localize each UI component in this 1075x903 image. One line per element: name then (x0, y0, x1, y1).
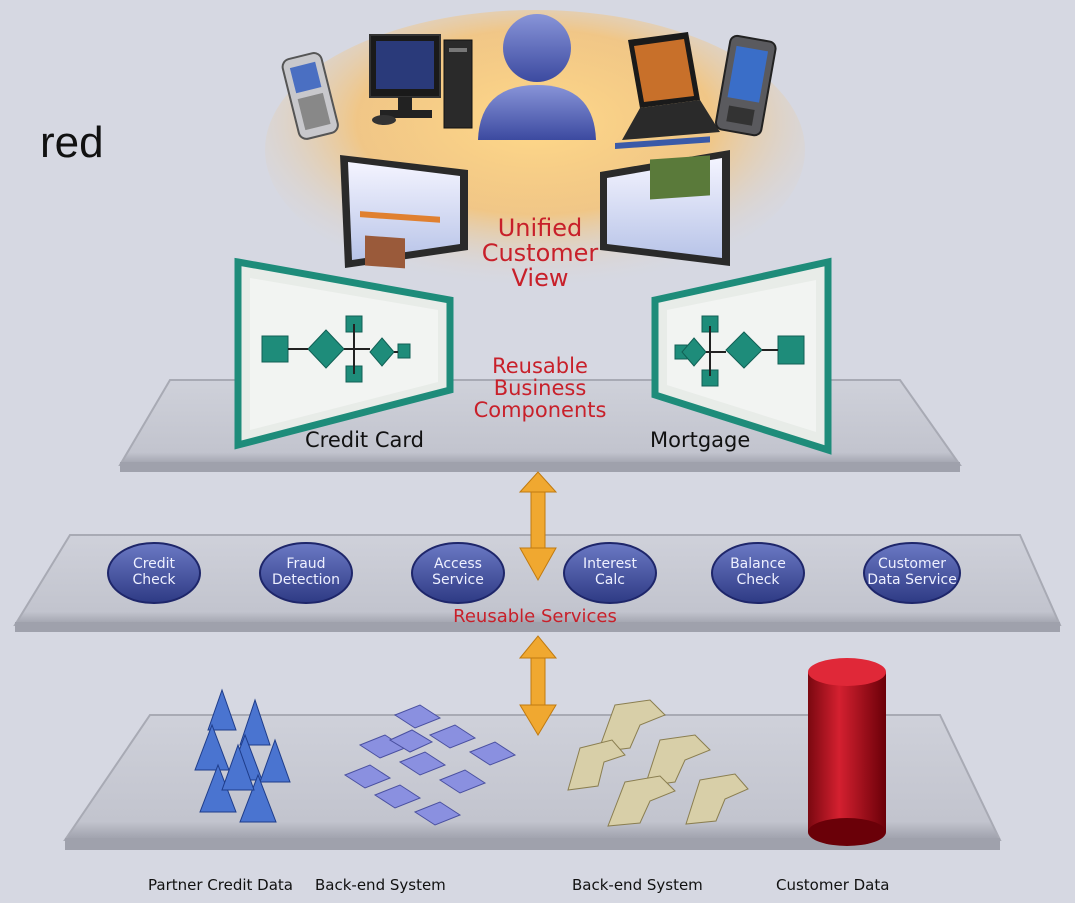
pyramid-cluster-icon (194, 688, 291, 823)
mortgage-process-label: Mortgage (650, 428, 751, 452)
arrow-icon (518, 635, 558, 736)
unified-line: Customer (481, 239, 599, 268)
service-access-service: Access Service (417, 556, 499, 588)
service-pills (107, 542, 961, 604)
reusable-line: Business (493, 376, 587, 401)
service-line: Check (736, 572, 780, 588)
l-block-cluster-icon (567, 699, 749, 827)
reusable-services-label: Reusable Services (453, 606, 617, 627)
reusable-line: Reusable (492, 354, 588, 378)
service-line: Detection (271, 572, 340, 588)
reusable-business-components-label: Reusable Business Components (450, 355, 630, 421)
service-line: Balance (730, 556, 786, 572)
service-line: Credit (132, 556, 176, 572)
desktop-icon (369, 34, 473, 129)
backend-system-label: Back-end System (572, 876, 703, 894)
cube-grid-icon (343, 704, 517, 826)
process-flow-icon (651, 257, 832, 455)
unified-line: Unified (497, 214, 583, 242)
browser-screen-icon (600, 136, 730, 266)
phone-icon (281, 52, 339, 140)
partner-credit-data-label: Partner Credit Data (148, 876, 293, 894)
customer-data-label: Customer Data (776, 876, 890, 894)
browser-screen-icon (340, 155, 468, 269)
service-line: Fraud (286, 556, 326, 572)
pda-icon (714, 34, 777, 137)
service-fraud-detection: Fraud Detection (265, 556, 347, 588)
credit-card-process-label: Credit Card (305, 428, 424, 452)
service-line: Customer (877, 556, 946, 572)
database-cylinder-icon (808, 658, 886, 846)
laptop-icon (622, 32, 720, 140)
service-interest-calc: Interest Calc (569, 556, 651, 588)
person-icon (478, 14, 596, 140)
service-line: Check (132, 572, 176, 588)
arrow-icon (518, 471, 558, 582)
unified-customer-view-label: Unified Customer View (455, 214, 625, 293)
service-line: Data Service (867, 572, 957, 588)
service-line: Access (434, 556, 482, 572)
service-line: Calc (595, 572, 625, 588)
unified-line: View (511, 264, 569, 293)
service-line: Interest (583, 556, 637, 572)
service-balance-check: Balance Check (717, 556, 799, 588)
process-flow-icon (234, 257, 454, 450)
service-line: Service (432, 572, 484, 588)
data-platform (63, 714, 1002, 850)
reusable-line: Components (473, 398, 607, 423)
service-customer-data: Customer Data Service (862, 556, 962, 588)
backend-system-label: Back-end System (315, 876, 446, 894)
title-fragment: red (40, 118, 104, 167)
service-credit-check: Credit Check (113, 556, 195, 588)
